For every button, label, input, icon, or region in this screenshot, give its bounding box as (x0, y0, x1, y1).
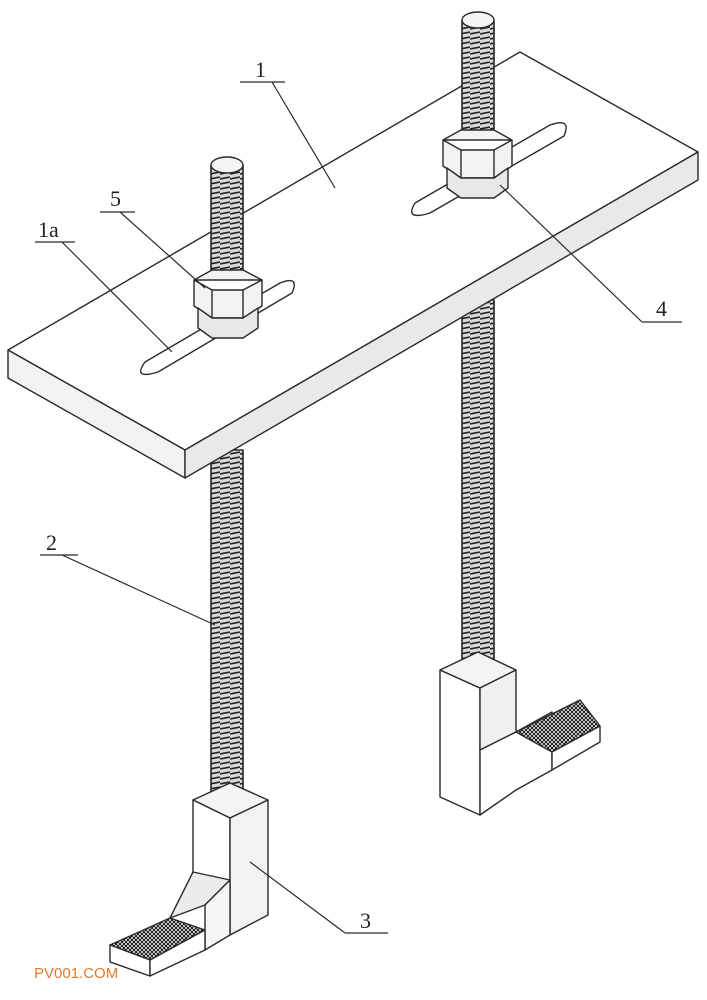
left-rod-upper (210, 156, 244, 286)
label-plate: 1 (255, 57, 266, 82)
label-rod: 2 (46, 530, 57, 555)
right-nut (442, 129, 513, 199)
label-slot: 1a (38, 217, 59, 242)
leader-lines (35, 81, 682, 934)
label-foot: 3 (360, 908, 371, 933)
left-rod-lower (210, 449, 244, 806)
label-nut-left: 5 (110, 186, 121, 211)
plate (7, 51, 699, 479)
right-rod-lower (461, 299, 495, 681)
left-nut (193, 269, 263, 339)
part-labels: 1 5 1a 4 2 3 (38, 57, 667, 933)
right-foot (439, 651, 601, 816)
left-foot (109, 782, 269, 977)
right-rod-upper (461, 11, 495, 141)
label-nut-right: 4 (656, 296, 667, 321)
watermark: PV001.COM (34, 965, 118, 982)
